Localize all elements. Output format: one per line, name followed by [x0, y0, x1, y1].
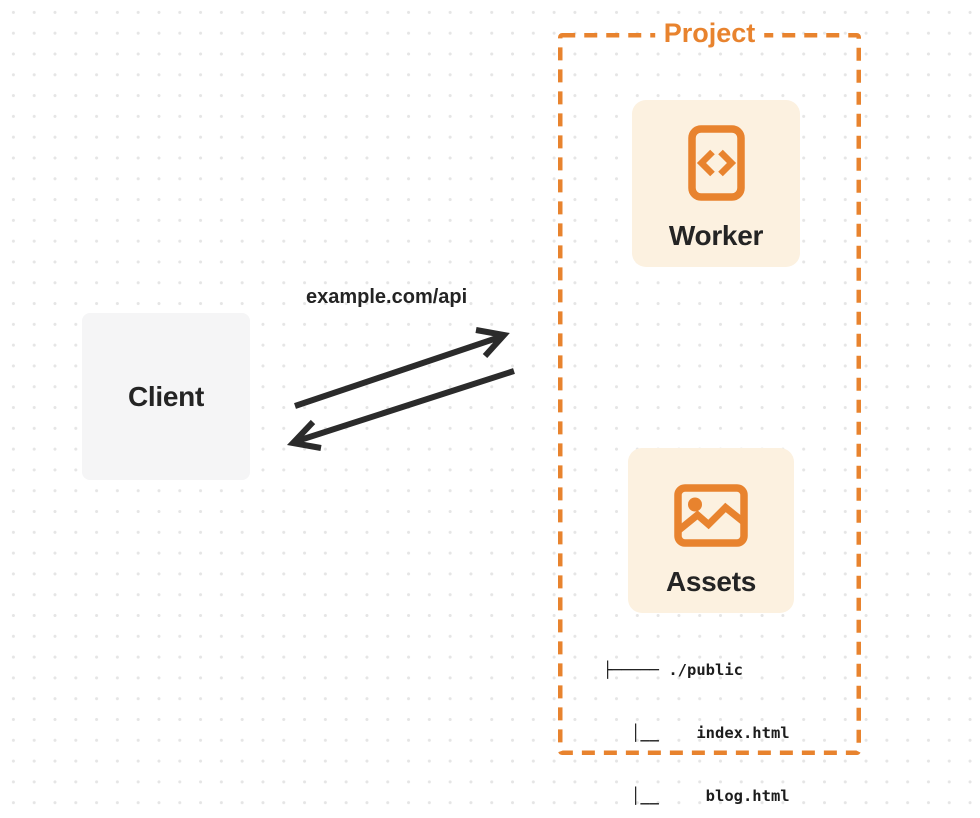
request-url-label: example.com/api: [306, 286, 468, 308]
file-tree: ├───── ./public │__ index.html │__ blog.…: [603, 618, 790, 818]
worker-node: Worker: [632, 100, 800, 267]
file-tree-line: │__ index.html: [603, 724, 790, 742]
request-arrow: [294, 327, 510, 409]
code-file-icon: [687, 125, 745, 201]
client-label: Client: [128, 380, 204, 412]
image-icon: [674, 484, 748, 547]
response-arrow: [286, 368, 515, 451]
worker-label: Worker: [668, 220, 764, 251]
assets-label: Assets: [665, 566, 757, 597]
project-container: Project Worker Assets ├───── ./public │_…: [558, 18, 861, 805]
project-label: Project: [654, 18, 765, 48]
client-node: Client: [82, 313, 250, 480]
file-tree-line-root: ├───── ./public: [603, 661, 743, 679]
assets-node: Assets: [628, 448, 794, 613]
file-tree-line: │__ blog.html: [603, 787, 790, 805]
